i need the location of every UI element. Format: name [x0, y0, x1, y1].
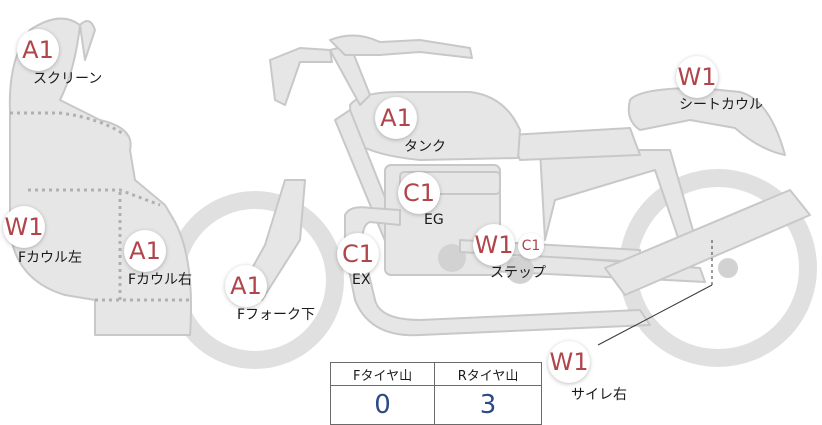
grade-badge-ffork: A1: [225, 265, 267, 307]
rear-tread-header: Rタイヤ山: [434, 362, 542, 386]
label-step: ステップ: [490, 265, 546, 281]
grade-badge-muffler: W1: [548, 341, 590, 383]
rear-frame: [539, 149, 701, 259]
front-tread-value: 0: [329, 385, 436, 425]
grade-badge-fcowl-left: W1: [3, 206, 45, 248]
label-muffler: サイレ右: [571, 387, 627, 403]
muffler-shape: [604, 189, 811, 296]
seat-cowl-shape: [627, 87, 786, 156]
rear-tread-value: 3: [434, 385, 542, 425]
label-exhaust: EX: [352, 272, 371, 288]
exhaust-pipe: [344, 206, 651, 337]
label-fcowl-right: Fカウル右: [128, 272, 193, 288]
label-engine: EG: [424, 212, 444, 228]
grade-badge-seatcowl: W1: [676, 56, 718, 98]
grade-badge-step: W1: [473, 224, 515, 266]
front-tread-header: Fタイヤ山: [329, 362, 436, 386]
grade-badge-fcowl-right: A1: [124, 230, 166, 272]
grade-badge-screen: A1: [17, 29, 59, 71]
grade-badge-step-secondary: C1: [518, 233, 544, 259]
label-seatcowl: シートカウル: [679, 97, 763, 113]
handlebar: [269, 47, 333, 106]
label-tank: タンク: [404, 139, 446, 155]
label-fcowl-left: Fカウル左: [18, 250, 83, 266]
seat-shape: [509, 127, 641, 161]
label-ffork: Fフォーク下: [237, 307, 316, 323]
grade-badge-exhaust: C1: [337, 233, 379, 275]
grade-badge-tank: A1: [375, 97, 417, 139]
label-screen: スクリーン: [33, 71, 103, 87]
tire-tread-table: Fタイヤ山 Rタイヤ山 0 3: [329, 362, 542, 425]
grade-badge-engine: C1: [398, 172, 440, 214]
